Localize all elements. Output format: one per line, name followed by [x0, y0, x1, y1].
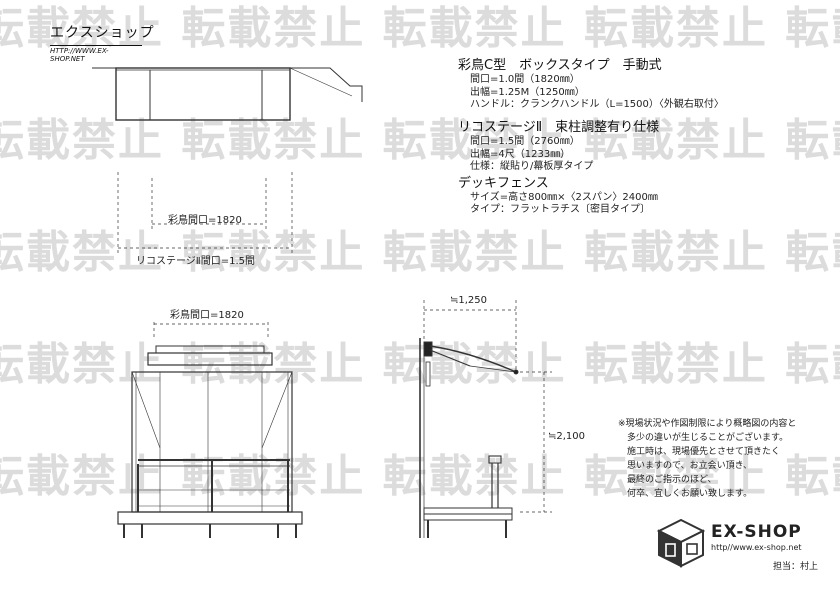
- side-projection-label: ≒1,250: [450, 295, 488, 306]
- spec-line: タイプ：フラットラチス〔密目タイプ〕: [470, 204, 650, 216]
- logo-text: EX-SHOP: [711, 522, 802, 542]
- plan-view: [92, 67, 363, 256]
- brand-url: HTTP://WWW.EX-SHOP.NET: [50, 45, 142, 63]
- brand-name: エクスショップ: [50, 25, 155, 41]
- header: エクスショップ HTTP://WWW.EX-SHOP.NET: [50, 22, 155, 63]
- spec-section-awning: 彩鳥C型 ボックスタイプ 手動式 間口=1.0間（1820㎜） 出幅=1.25M…: [458, 58, 724, 112]
- front-view: [117, 322, 303, 538]
- spec-line: 間口=1.5間（2760㎜）: [470, 136, 580, 147]
- logo-url: http//www.ex-shop.net: [711, 543, 802, 552]
- note-line: 何卒、宜しくお願い致します。: [627, 489, 753, 499]
- spec-title: デッキフェンス: [458, 175, 549, 191]
- spec-section-deck: リコステージⅡ 束柱調整有り仕様 間口=1.5間（2760㎜） 出幅=4尺（12…: [458, 120, 724, 174]
- person-in-charge: 担当：村上: [772, 562, 818, 572]
- spec-title: 彩鳥C型 ボックスタイプ 手動式: [458, 58, 662, 73]
- spec-line: 出幅=4尺（1233㎜）: [470, 148, 571, 160]
- front-awning-width-label: 彩鳥間口=1820: [170, 310, 244, 321]
- cube-logo-icon: [656, 518, 706, 568]
- spec-line: サイズ=高さ800㎜×〈2スパン〉2400㎜: [470, 191, 658, 203]
- site-note: ※現場状況や作図制限により概略図の内容と 多少の違いが生じることがございます。 …: [618, 417, 796, 501]
- spec-line: 仕様：縦貼り/幕板厚タイプ: [470, 161, 594, 172]
- note-line: 施工時は、現場優先とさせて頂きたく: [627, 447, 781, 457]
- side-height-label: ≒2,100: [548, 431, 586, 442]
- watermark-row: 転載禁止 転載禁止 転載禁止 転載禁止 転載禁止: [0, 115, 840, 166]
- note-line: ※現場状況や作図制限により概略図の内容と: [618, 419, 797, 429]
- spec-line: ハンドル：クランクハンドル（L=1500）〈外観右取付〉: [470, 99, 724, 111]
- spec-panel: 彩鳥C型 ボックスタイプ 手動式 間口=1.0間（1820㎜） 出幅=1.25M…: [458, 56, 724, 217]
- side-view: [419, 300, 552, 538]
- spec-title: リコステージⅡ 束柱調整有り仕様: [458, 119, 660, 135]
- note-line: 多少の違いが生じることがございます。: [627, 433, 789, 443]
- plan-deck-width-label: リコステージⅡ間口=1.5間: [136, 256, 256, 267]
- note-line: 思いますので、お立会い頂き、: [627, 461, 753, 471]
- spec-line: 間口=1.0間（1820㎜）: [470, 74, 580, 86]
- watermark-row: 転載禁止 転載禁止 転載禁止 転載禁止 転載禁止: [0, 227, 840, 278]
- spec-section-fence: デッキフェンス サイズ=高さ800㎜×〈2スパン〉2400㎜ タイプ：フラットラ…: [458, 176, 724, 217]
- plan-awning-width-label: 彩鳥間口=1820: [168, 215, 242, 226]
- note-line: 最終のご指示のほど、: [627, 475, 717, 485]
- spec-line: 出幅=1.25M（1250㎜）: [470, 86, 585, 98]
- ex-shop-logo: EX-SHOP http//www.ex-shop.net: [655, 514, 825, 584]
